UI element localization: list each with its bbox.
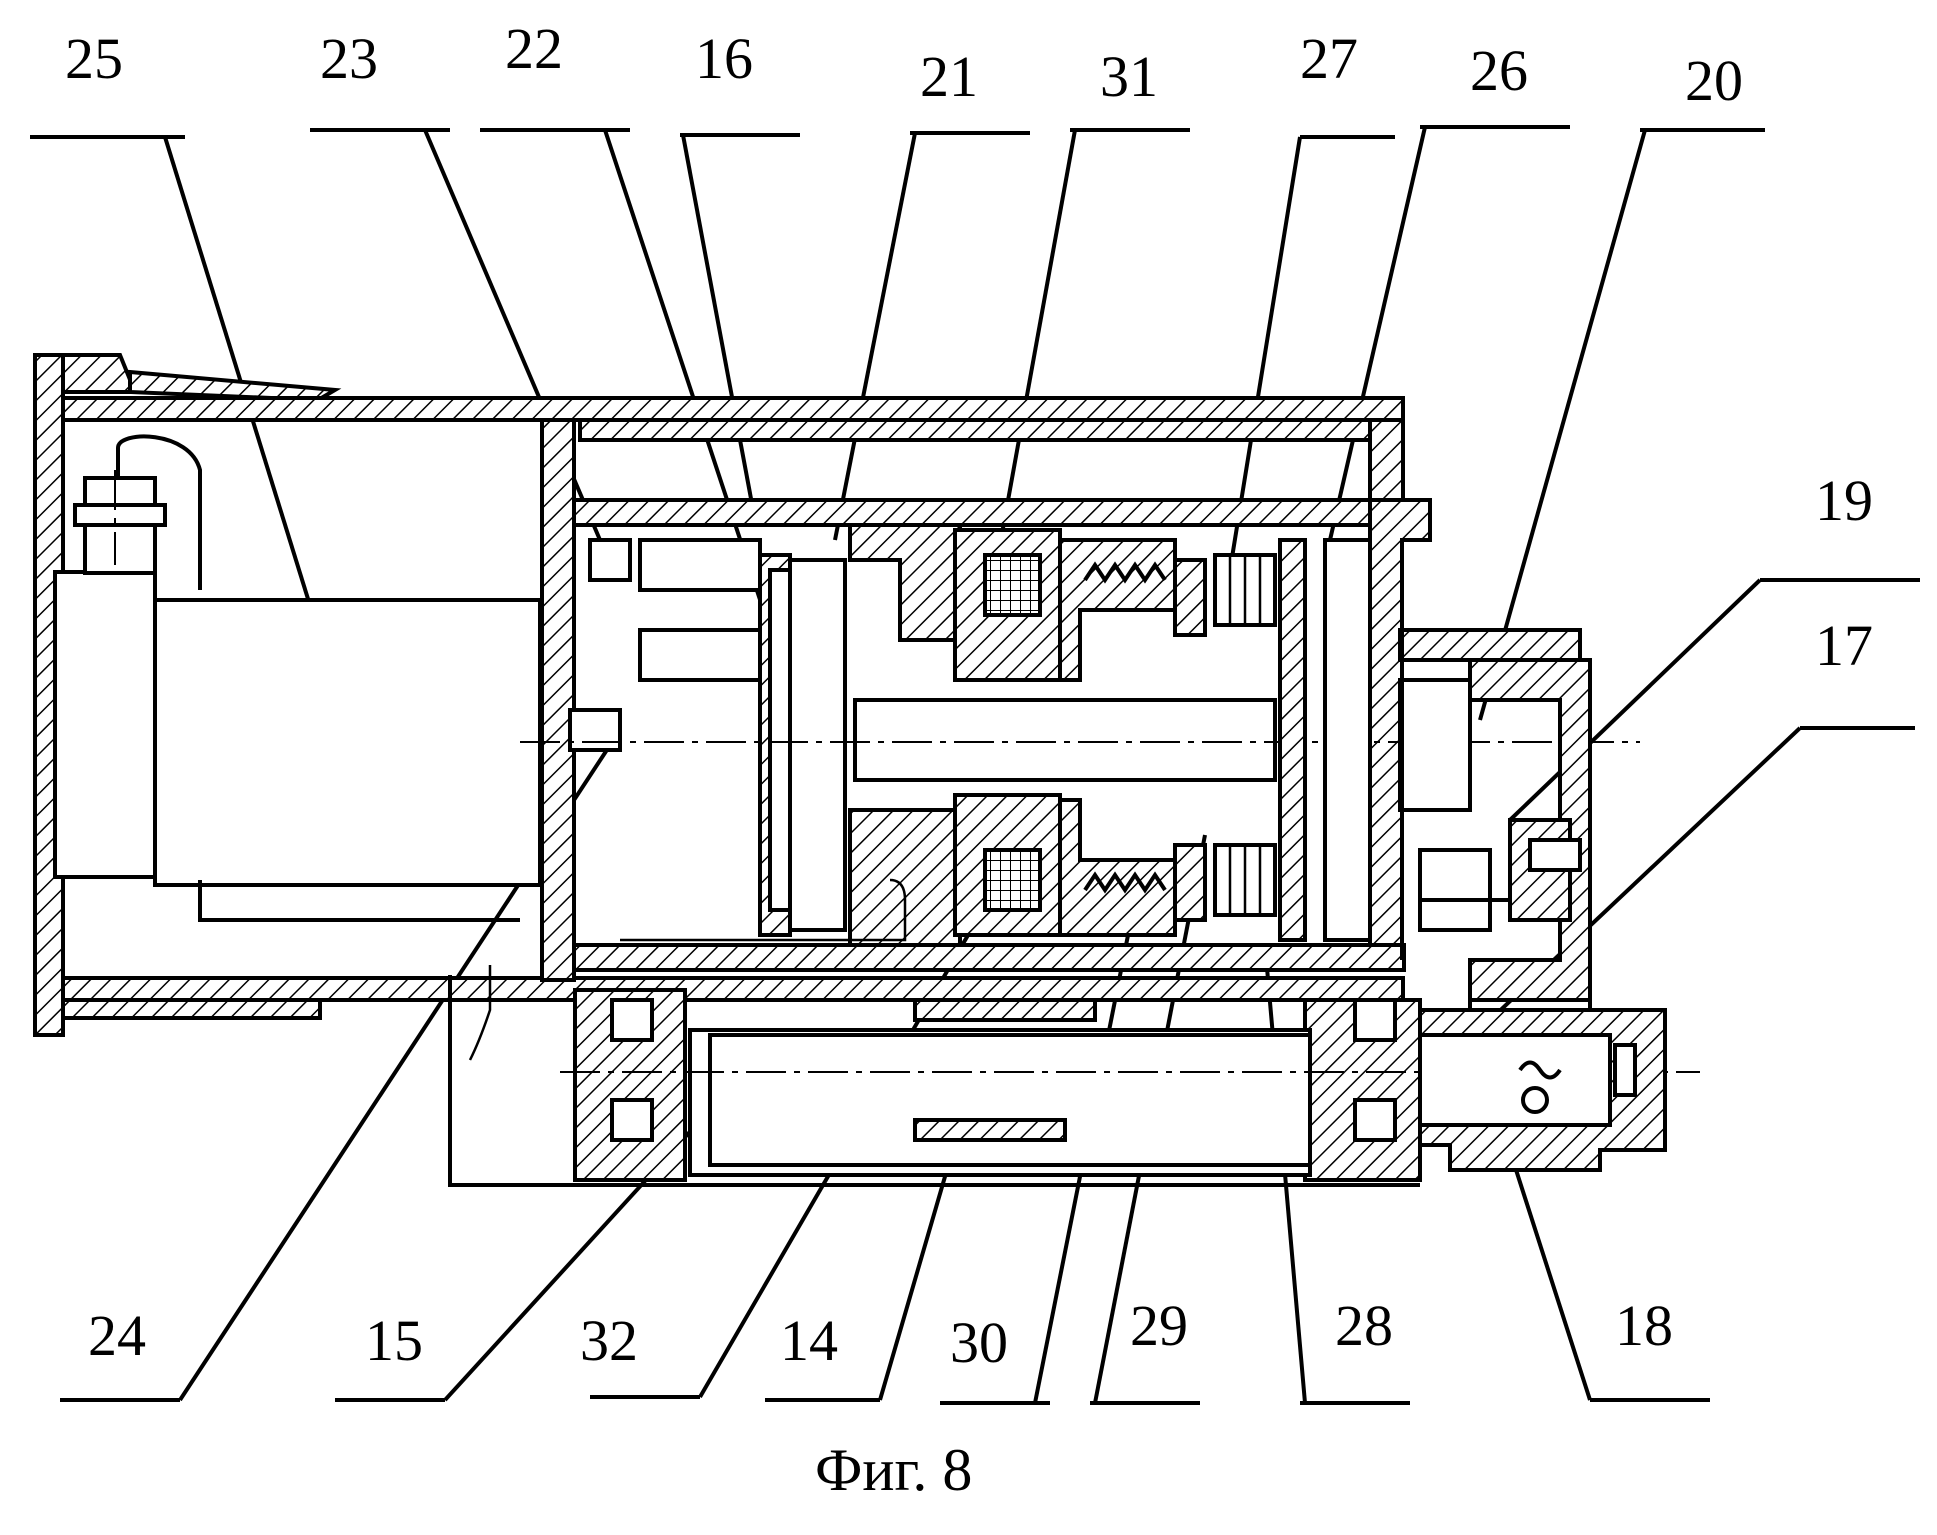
inner-housing-top [574,500,1404,525]
label-bottom-4: 30 [950,1310,1008,1375]
label-right-0: 19 [1815,468,1873,533]
outer-tube-bottom [63,978,1403,1000]
label-top-5: 31 [1100,44,1158,109]
label-bottom-7: 18 [1615,1293,1673,1358]
lower-shaft [710,1035,1310,1165]
label-bottom-5: 29 [1130,1293,1188,1358]
label-bottom-2: 32 [580,1308,638,1373]
figure-caption: Фиг. 8 [815,1437,972,1503]
coil-upper [985,555,1040,615]
label-bottom-1: 15 [365,1308,423,1373]
outer-tube-top [63,398,1403,420]
label-top-7: 26 [1470,38,1528,103]
label-top-4: 21 [920,44,978,109]
label-right-1: 17 [1815,613,1873,678]
label-top-1: 23 [320,26,378,91]
label-top-0: 25 [65,26,123,91]
label-top-8: 20 [1685,48,1743,113]
label-top-2: 22 [505,16,563,81]
motor-body [155,600,540,885]
label-bottom-6: 28 [1335,1293,1393,1358]
label-bottom-0: 24 [88,1303,146,1368]
label-top-3: 16 [695,26,753,91]
main-shaft [855,700,1275,780]
label-top-6: 27 [1300,26,1358,91]
label-bottom-3: 14 [780,1308,838,1373]
inner-housing-bottom [574,945,1404,970]
coil-lower [985,850,1040,910]
mechanism [35,355,1700,1185]
